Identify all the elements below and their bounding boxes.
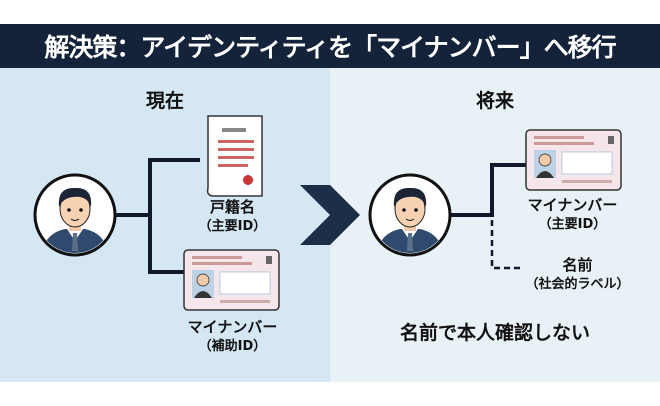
mynumber-sub: （補助ID） xyxy=(198,339,267,354)
mynumber-label-current: マイナンバー （補助ID） xyxy=(170,318,295,356)
koseki-label: 戸籍名 （主要ID） xyxy=(185,198,280,236)
mynumber-label-future: マイナンバー （主要ID） xyxy=(510,196,635,234)
name-label: 名前 （社会的ラベル） xyxy=(515,256,640,294)
document-icon xyxy=(206,115,263,197)
arrow-right-icon xyxy=(300,185,360,245)
mynumber-card-icon xyxy=(525,129,622,191)
name-text: 名前 xyxy=(562,256,593,274)
name-sub: （社会的ラベル） xyxy=(525,277,630,292)
person-avatar-current xyxy=(35,175,115,255)
koseki-text: 戸籍名 xyxy=(209,198,255,216)
person-avatar-future xyxy=(370,175,450,255)
connector-line-dashed xyxy=(490,220,522,270)
koseki-sub: （主要ID） xyxy=(198,219,267,234)
mynumber-text: マイナンバー xyxy=(527,196,618,214)
mynumber-sub: （主要ID） xyxy=(538,217,607,232)
page-title: 解決策：アイデンティティを「マイナンバー」へ移行 xyxy=(0,24,660,68)
future-caption: 名前で本人確認しない xyxy=(399,322,590,344)
mynumber-card-icon xyxy=(183,249,280,311)
future-title: 将来 xyxy=(475,90,514,112)
mynumber-text: マイナンバー xyxy=(187,318,278,336)
current-title: 現在 xyxy=(145,90,184,112)
connector-lines xyxy=(115,158,200,274)
connector-line-primary xyxy=(450,163,526,217)
